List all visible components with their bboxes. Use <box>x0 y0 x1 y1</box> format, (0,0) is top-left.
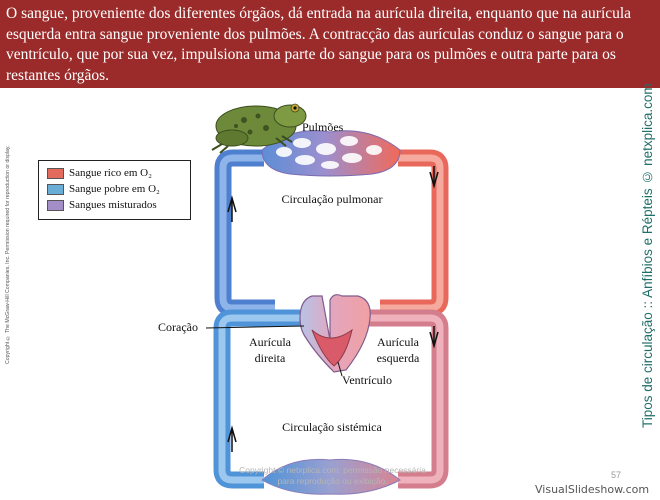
ventricle-label: Ventrículo <box>342 373 392 387</box>
frog-icon <box>211 103 307 154</box>
legend-swatch-purple <box>47 199 64 211</box>
legend-item-mixed: Sangues misturados <box>47 198 157 212</box>
legend: Sangue rico em O₂ Sangue pobre em O₂ San… <box>38 160 191 220</box>
systemic-loop <box>213 309 449 495</box>
header-bar: O sangue, proveniente dos diferentes órg… <box>0 0 660 88</box>
heart-icon <box>299 294 371 373</box>
lungs-label: Pulmões <box>302 120 344 134</box>
pulmonary-circulation-label: Circulação pulmonar <box>281 192 383 206</box>
heart-label: Coração <box>158 320 198 334</box>
legend-label: Sangues misturados <box>69 199 157 211</box>
legend-swatch-blue <box>47 183 64 195</box>
legend-item-oxygen-poor: Sangue pobre em O₂ <box>47 182 160 196</box>
lung-capillaries-icon <box>261 130 401 177</box>
flow-arrows <box>227 166 439 452</box>
left-atrium-label: Aurícula esquerda <box>376 335 420 365</box>
legend-label: Sangue pobre em O₂ <box>69 183 160 195</box>
watermark: VisualSlideshow.com <box>535 483 650 496</box>
heart-leader-line <box>205 325 305 329</box>
header-text: O sangue, proveniente dos diferentes órg… <box>6 5 632 84</box>
page-number: 57 <box>611 470 622 480</box>
pulmonary-loop <box>214 149 449 317</box>
legend-item-oxygen-rich: Sangue rico em O₂ <box>47 166 152 180</box>
legend-swatch-red <box>47 167 64 179</box>
footer-copyright-note: Copyright © netxplica.com: permissão nec… <box>239 465 426 486</box>
ventricle-leader-line <box>337 361 343 377</box>
legend-label: Sangue rico em O₂ <box>69 167 152 179</box>
systemic-circulation-label: Circulação sistémica <box>282 420 382 434</box>
right-atrium-label: Aurícula direita <box>249 335 291 365</box>
